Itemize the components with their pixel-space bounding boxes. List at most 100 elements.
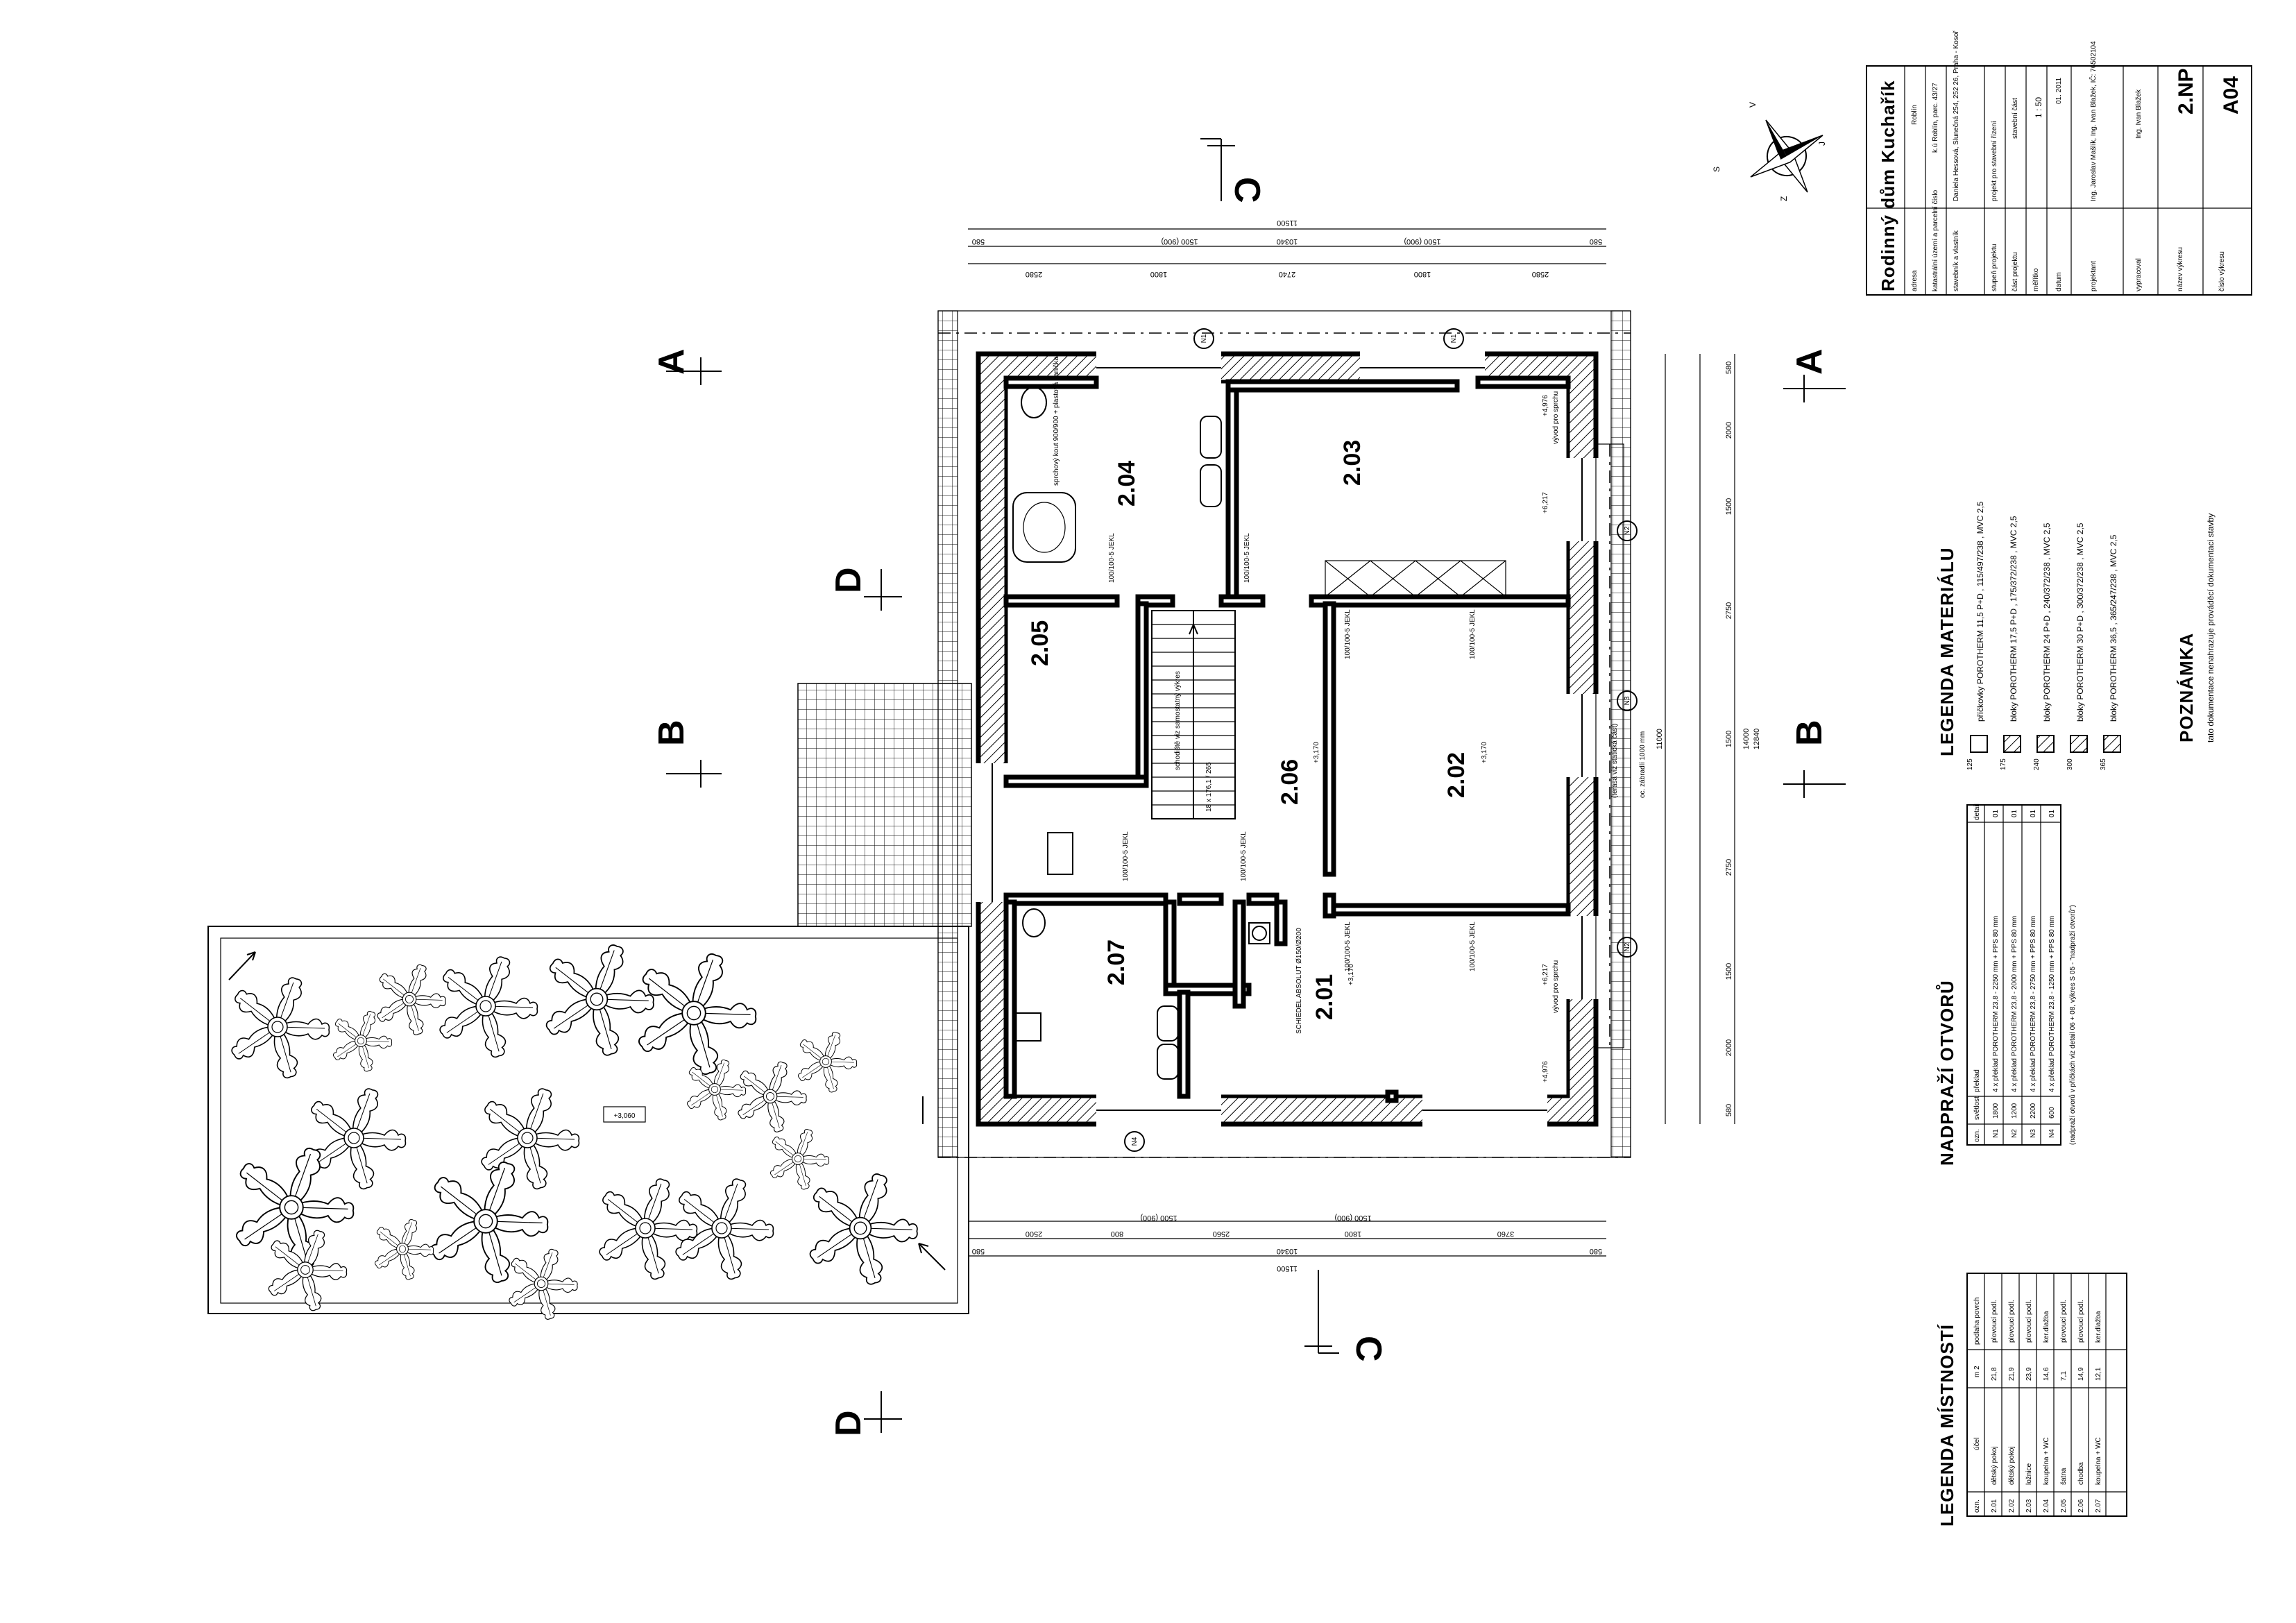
tb-value-5: stavební část [2012,98,2019,139]
lintel-r2-c4: 01 [2011,809,2018,817]
jekl-5: 100/100-5 JEKL [1122,831,1130,881]
room-r6-c3: 14,9 [2077,1367,2085,1381]
room-r1-c2: dětský pokoj [1991,1446,1998,1485]
washbasin-204a [1200,416,1222,459]
tb-value-7: 01. 2011 [2055,77,2063,104]
room-r5-c1: 2.05 [2060,1499,2068,1513]
dim-top-outer-left: 580 [972,237,985,246]
sill-203a: +4,976 [1542,395,1549,416]
exterior-wall [978,353,1597,1125]
legend-materials-title: LEGENDA MATERIÁLU [1937,547,1957,756]
note: POZNÁMKA tato dokumentace nenahrazuje pr… [2176,513,2216,742]
dim-right-part-7: 1500 [1725,963,1733,980]
tb-value-2: k.ú Roblín, parc. 43/27 [1932,83,1939,153]
built-in-wardrobe [1325,560,1506,597]
lintel-h-3: překlad [1973,1069,1981,1092]
shower-207 [1012,1012,1041,1042]
jekl-1: 100/100-5 JEKL [1108,533,1116,583]
lintel-r2-c2: 1200 [2011,1103,2018,1119]
mat-text-1: příčkovky POROTHERM 11,5 P+D , 115/497/2… [1975,501,1985,722]
lintel-r4-c3: 4 x překlad POROTHERM 23,8 - 1250 mm + P… [2048,916,2056,1092]
room-r3-c1: 2.03 [2025,1499,2033,1513]
stairs-note: schodiště viz samostatný výkres [1174,671,1182,770]
floor-plan: 18 x 176,1 / 265 schodiště viz samostatn… [937,310,1647,1158]
room-2-04: 2.04 [1114,461,1140,507]
tb-value-4: projekt pro stavební řízení [1991,121,1998,201]
room-r7-c1: 2.07 [2095,1499,2102,1513]
mat-text-4: bloky POROTHERM 30 P+D , 300/372/238 , M… [2075,522,2085,722]
room-r6-c1: 2.06 [2077,1499,2085,1513]
room-r6-c2: chodba [2077,1462,2085,1485]
section-d-top: D [828,567,869,593]
dim-right-part-5: 1500 [1725,731,1733,747]
dim-top-part-4: 1800 [1414,270,1431,278]
sill-201a: +4,976 [1542,1061,1549,1082]
mat-code-3: 240 [2033,758,2041,770]
room-2-06-level: +3,170 [1313,742,1320,763]
lintel-r1-c1: N1 [1992,1129,2000,1138]
mat-text-5: bloky POROTHERM 36,5 , 365/247/238 , MVC… [2109,534,2118,722]
bathtub [1012,492,1076,563]
lintel-r4-c4: 01 [2048,809,2056,817]
room-2-03: 2.03 [1339,440,1366,486]
compass-s: S [1712,167,1721,172]
room-h-4: podlaha povrch [1973,1298,1981,1345]
room-r3-c2: ložnice [2025,1463,2033,1485]
window-openings [975,351,1599,1127]
tb-value-8: Ing. Jaroslav Mašlík, Ing. Ivan Blažek, … [2089,41,2098,201]
dim-top-total: 11500 [1277,219,1298,227]
tb-value-10: 2.NP [2175,68,2197,114]
section-d-bottom: D [828,1410,869,1436]
terrace-outline [207,926,969,1314]
tb-label-9: vypracoval [2135,258,2143,291]
dim-right-total: 14000 [1742,729,1751,750]
mat-code-1: 125 [1966,758,1974,770]
dim-right-part-1: 580 [1725,362,1733,374]
lintel-r3-c3: 4 x překlad POROTHERM 23,8 - 2750 mm + P… [2030,916,2037,1092]
mat-text-3: bloky POROTHERM 24 P+D , 240/372/238 , M… [2042,522,2052,722]
room-r2-c3: 21,9 [2008,1367,2016,1381]
marker-n4: N4 [1131,1137,1139,1146]
bath-note: sprchový kout 900/900 + plastová vanička [1053,357,1060,486]
chimney-note: SCHIEDEL ABSOLUT Ø150/Ø200 [1295,928,1303,1034]
sill-203b: +6,217 [1542,492,1549,513]
toilet-207 [1022,908,1046,937]
room-r2-c2: dětský pokoj [2008,1446,2016,1485]
lintel-r1-c4: 01 [1992,809,2000,817]
dim-right-part-3: 1500 [1725,498,1733,515]
room-r3-c3: 23,9 [2025,1367,2033,1381]
lintel-h-2: světlost [1973,1096,1981,1120]
room-r2-c4: plovoucí podl. [2008,1300,2016,1343]
legend-materials: LEGENDA MATERIÁLU 125 175 240 300 365 př… [1937,501,2121,770]
marker-n2-b: N2 [1624,942,1631,951]
dim-bottom-part-1: 2500 [1026,1230,1042,1238]
tb-value-1: Roblín [1911,105,1919,125]
dim-top-mid: 10340 [1277,237,1298,246]
note-title: POZNÁMKA [2176,633,2197,742]
mat-code-5: 365 [2100,758,2107,770]
toilet-204 [1021,386,1047,418]
marker-n3: N3 [1624,696,1631,705]
lintel-footnote: (nadpraží otvorů v příčkách viz detail 0… [2068,905,2077,1145]
dim-top-win-b: 1500 (900) [1404,237,1440,246]
jekl-2: 100/100-5 JEKL [1243,533,1251,583]
dim-top-part-2: 1800 [1150,270,1167,278]
room-2-07: 2.07 [1103,940,1130,985]
staircase: 18 x 176,1 / 265 schodiště viz samostatn… [1151,610,1236,819]
terrace: +3,060 [207,926,969,1320]
vanity-note-203: vývod pro sprchu [1552,391,1560,444]
lintel-h-4: detail [1973,804,1981,820]
section-b-left: B [652,720,692,746]
section-markers: C C A A B B D D [652,138,1846,1436]
tb-value-11: A04 [2220,76,2243,114]
plan-notes: sprchový kout 900/900 + plastová vanička… [1053,357,1560,1082]
lintel-r1-c2: 1800 [1992,1103,2000,1119]
dimensions-bottom: 2500 800 2560 1800 3760 1500 (900) 1500 … [968,1214,1606,1273]
compass-z: Z [1779,196,1789,201]
tb-label-11: číslo výkresu [2218,251,2226,291]
tb-label-6: měřítko [2032,268,2040,291]
room-2-06: 2.06 [1277,759,1303,805]
room-h-1: ozn. [1973,1499,1981,1513]
tb-label-2: katastrální území a parcelní číslo [1932,189,1939,291]
